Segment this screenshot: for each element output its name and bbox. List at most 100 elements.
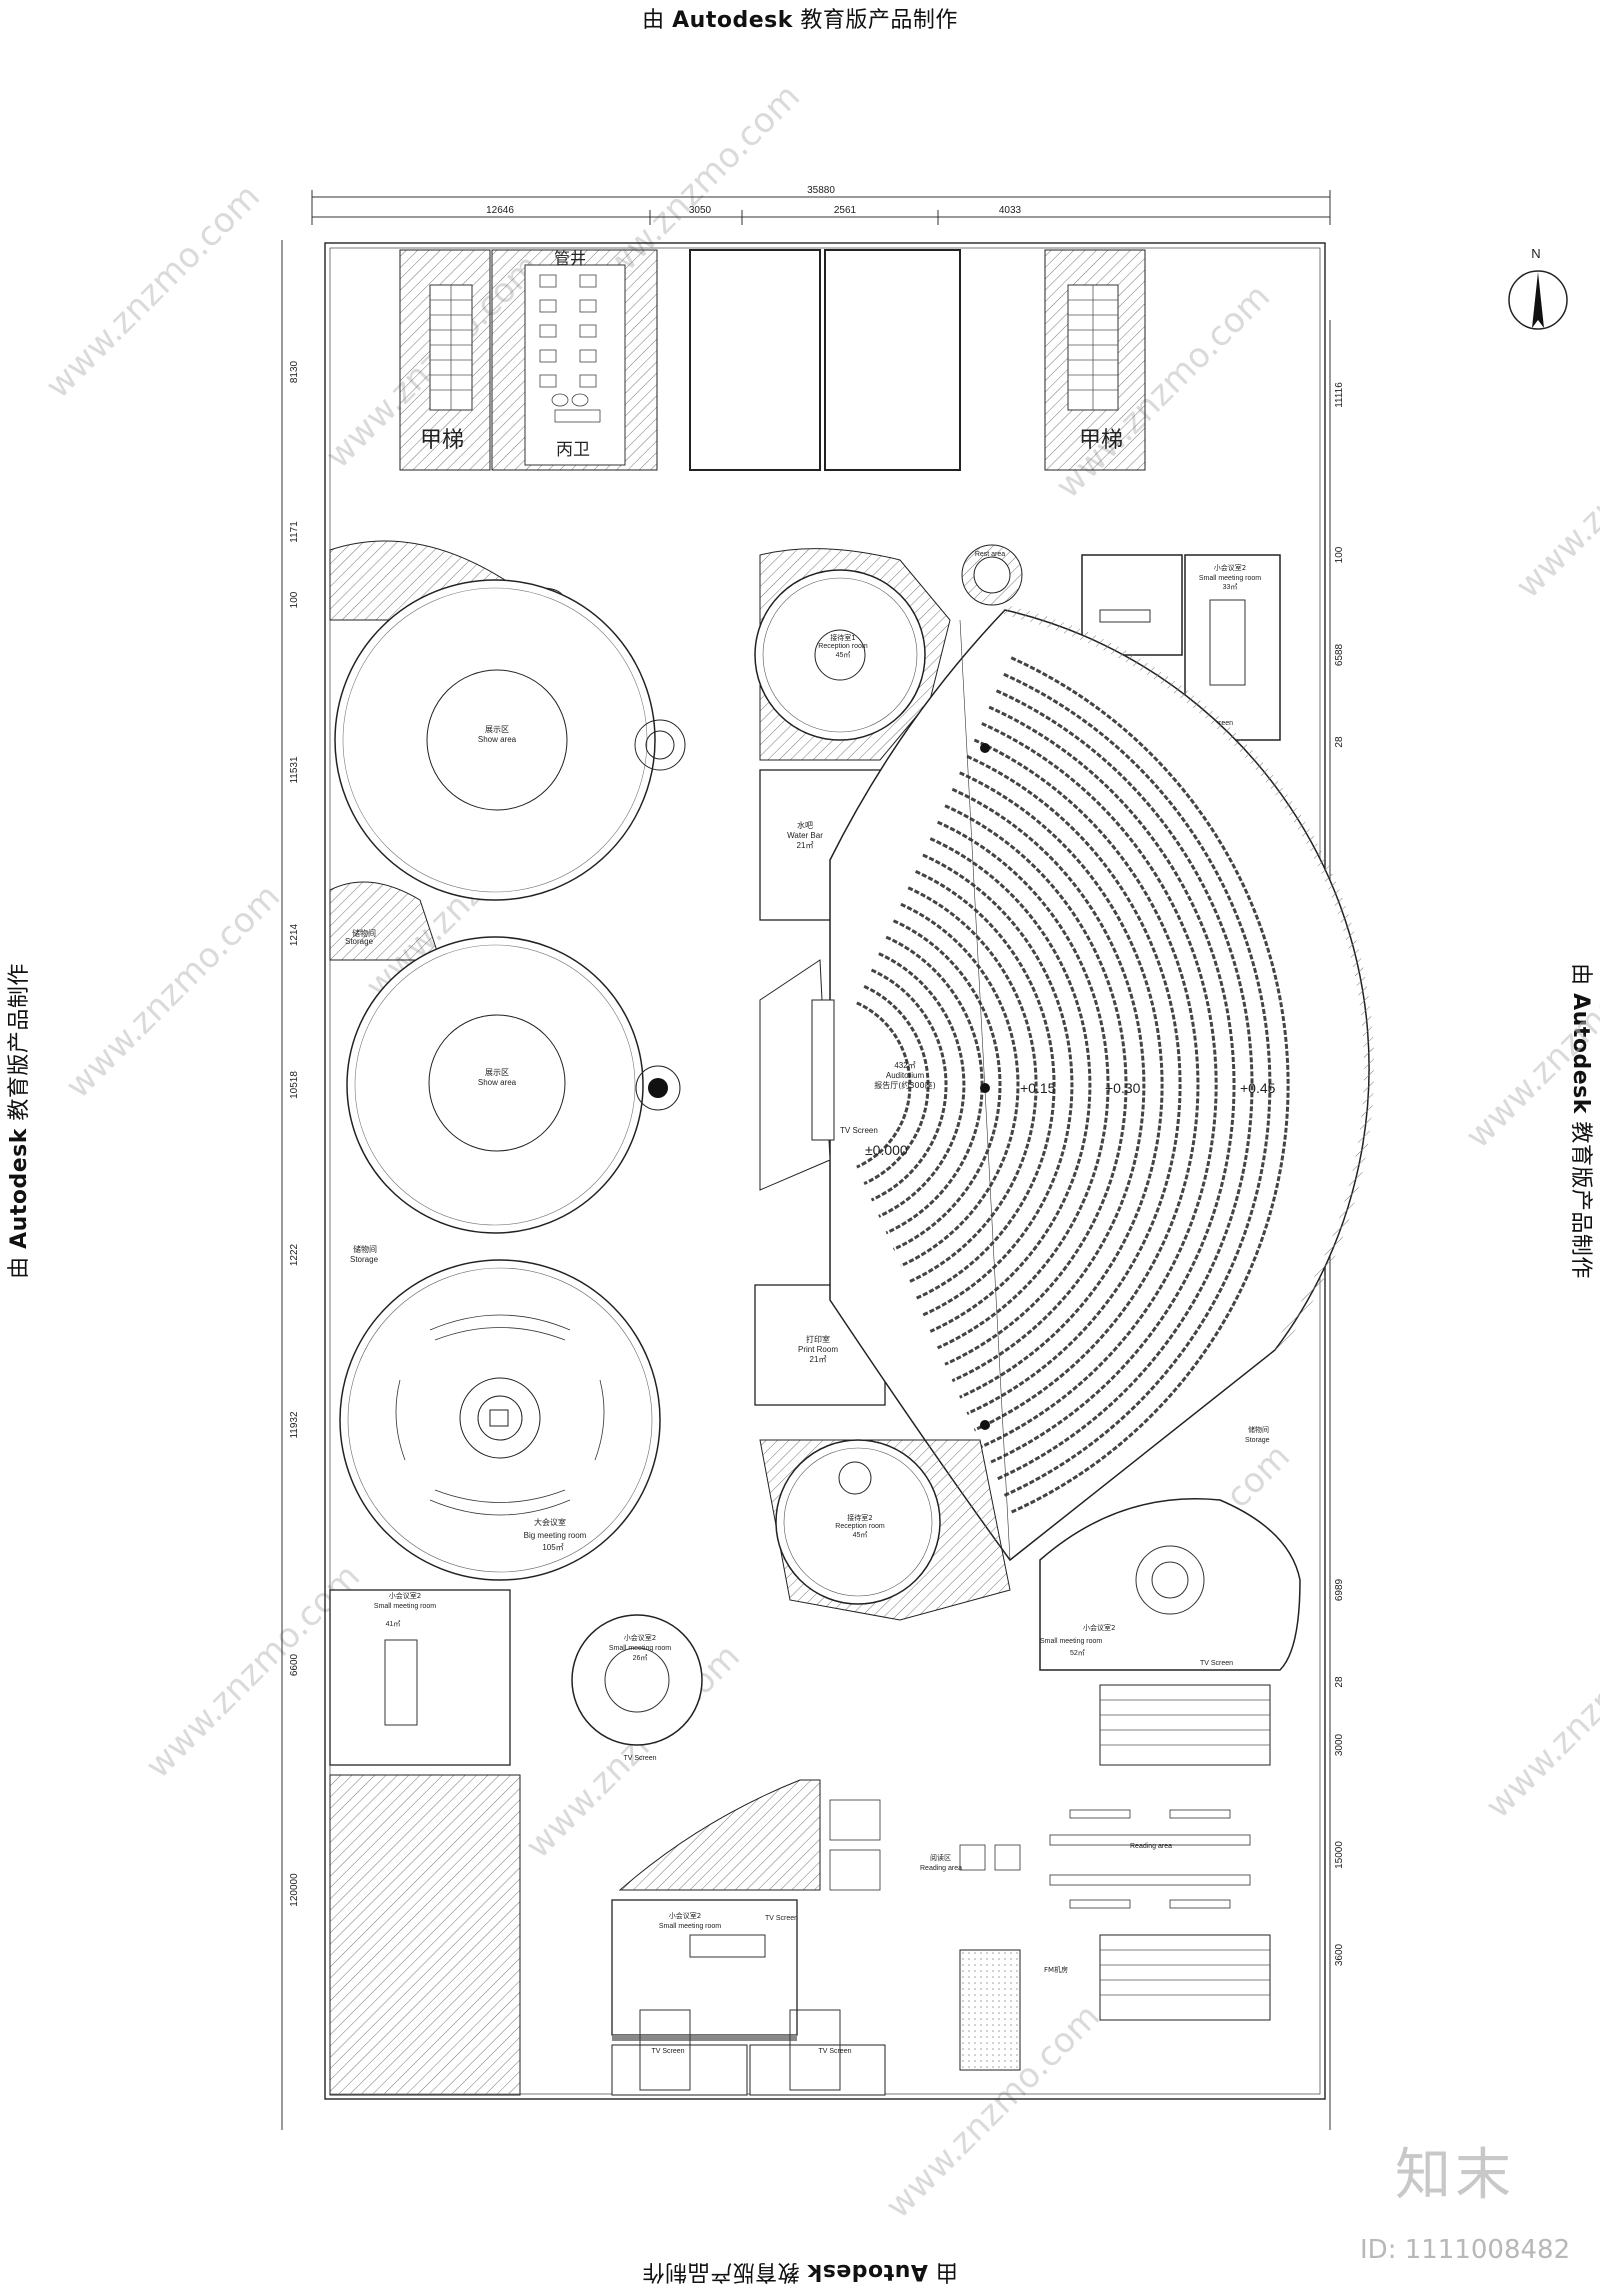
seat-row [907,886,1038,1284]
storage-label: Storage [350,1255,379,1264]
shaft-label: 管井 [554,249,586,268]
dim-right: 28 [1334,736,1345,748]
dim-right: 28 [1334,1676,1345,1688]
small-meeting-area: 52㎡ [1070,1649,1085,1657]
seat-row [863,985,930,1185]
seat-row [922,853,1074,1317]
dim-top: 3050 [689,205,712,216]
seat-row [988,705,1236,1465]
dim-right: 6588 [1334,643,1345,666]
tv-screen-label: TV Screen [1200,1660,1233,1667]
reading-zh: 阅读区 [930,1853,951,1862]
dim-top: 2561 [834,205,857,216]
dim-right: 11116 [1334,382,1345,408]
column-markers [980,743,990,1430]
storage-zh: 储物间 [1248,1425,1269,1434]
show-area-zh: 展示区 [485,1068,509,1077]
storage-zh: 储物间 [352,928,376,938]
dim-left: 11932 [289,1411,300,1439]
seat-row [981,722,1218,1448]
small-meeting-label: Small meeting room [374,1603,436,1610]
reading-area: 阅读区 Reading area Reading area FM机房 [618,1684,1271,2071]
show-area-label: Show area [478,1078,517,1087]
tv-screen-label: TV Screen [765,1915,798,1922]
fm-room-label: FM机房 [1044,1965,1068,1974]
toilet-label: 丙卫 [556,440,590,460]
reading-area-label: Reading area [1130,1843,1172,1850]
reception-top-area: 45㎡ [836,651,851,659]
rest-area-label: Rest area [975,551,1005,558]
seat-row [856,1001,912,1169]
dim-left: 6600 [289,1653,300,1676]
seat-row [892,919,1002,1251]
dim-right: 6989 [1334,1578,1345,1601]
dim-left: 120000 [289,1873,300,1907]
site-watermark: www.znzmo.com [1458,926,1600,1156]
small-meeting-zh: 小会议室2 [669,1911,701,1920]
water-bar-label: Water Bar [787,831,823,840]
small-meeting-zh: 小会议室2 [624,1633,656,1642]
dimension-labels: 35880 12646 3050 2561 4033 8130 1171 100… [289,185,1345,1966]
bottom-meeting-rooms: 小会议室2 Small meeting room TV Screen TV Sc… [611,1899,886,2096]
site-watermark: www.znzmo.com [1508,376,1600,606]
north-arrow: N [1508,246,1568,330]
site-watermark: www.znzmo.com [1478,1596,1600,1826]
big-meeting-label: Big meeting room [524,1531,587,1540]
dim-right: 15000 [1334,1841,1345,1869]
dim-left: 8130 [289,360,300,383]
show-area-zh: 展示区 [485,725,509,734]
storage-zh: 储物间 [353,1244,377,1254]
seat-row [966,755,1182,1415]
print-room-label: Print Room [798,1345,838,1354]
small-meeting-label: Small meeting room [609,1645,671,1652]
tv-screen-label: TV Screen [623,1755,656,1762]
reception-bottom: 接待室2 Reception room 45㎡ [759,1439,1011,1621]
small-meeting-area: 33㎡ [1223,583,1238,591]
big-meeting-zh: 大会议室 [534,1517,566,1527]
auditorium-label: Auditorium [886,1071,925,1080]
dim-left: 1214 [289,923,300,946]
print-room-area: 21㎡ [810,1355,827,1364]
dim-right: 100 [1334,546,1345,563]
north-label: N [1531,246,1540,261]
water-bar-zh: 水吧 [797,820,813,830]
site-watermark: www.znzmo.com [58,876,288,1106]
small-meeting-area: 26㎡ [633,1654,648,1662]
level-3: +0.45 [1240,1080,1276,1096]
auditorium-area: 432㎡ [894,1061,915,1070]
dim-left: 1171 [289,521,300,543]
seat-row [973,738,1200,1432]
level-0: ±0.000 [865,1142,908,1158]
brand-logo: 知末 [1395,2143,1515,2208]
small-meeting-zh: 小会议室2 [1083,1623,1115,1632]
big-meeting-room: 大会议室 Big meeting room 105㎡ [339,1259,661,1581]
storage-label: Storage [1245,1437,1270,1444]
dim-left: 10518 [289,1071,300,1099]
dim-left: 11531 [289,756,300,784]
auditorium-zh: 报告厅(约300座) [874,1080,936,1090]
stair-left-label: 甲梯 [420,428,464,453]
tv-screen-label: TV Screen [840,1126,878,1135]
hatched-zone [329,1774,521,2096]
image-id: ID: 1111008482 [1360,2235,1571,2265]
small-meeting-zh: 小会议室2 [1214,563,1246,572]
site-watermark: www.znzmo.com [38,176,268,406]
seat-row [995,689,1254,1481]
seat-row [944,804,1128,1366]
dim-total: 35880 [807,185,835,196]
dim-top: 4033 [999,205,1022,216]
reception-top-label: Reception room [818,643,868,650]
tv-screen-label: TV Screen [818,2048,851,2055]
seat-row [878,952,966,1218]
dim-left: 100 [289,591,300,608]
big-meeting-area: 105㎡ [542,1543,563,1552]
level-2: +0.30 [1105,1080,1141,1096]
reception-top-zh: 接待室1 [830,633,855,642]
seat-row [900,902,1020,1268]
tv-screen-label: TV Screen [651,2048,684,2055]
small-meeting-zh: 小会议室2 [389,1591,421,1600]
level-1: +0.15 [1020,1080,1056,1096]
small-meeting-area: 41㎡ [386,1620,401,1628]
water-bar-area: 21㎡ [797,841,814,850]
